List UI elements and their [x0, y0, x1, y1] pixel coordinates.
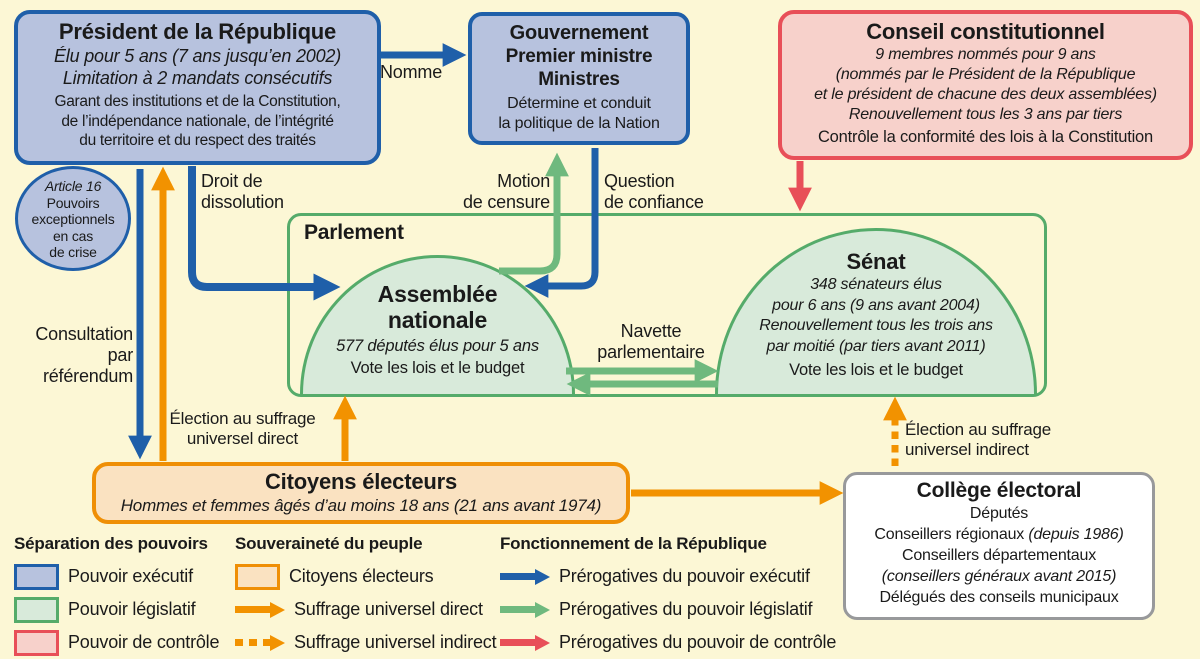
legend-item-pouvoir-legislatif: Pouvoir législatif [14, 593, 219, 626]
blue-arrow-icon [500, 568, 550, 585]
gouvernement-role-line1: Détermine et conduit [507, 95, 651, 112]
orange-box-swatch-icon [235, 563, 280, 590]
gouvernement-box: Gouvernement Premier ministre Ministres … [468, 12, 690, 145]
red-arrow-icon [500, 634, 550, 651]
conseil-nomination-line1: (nommés par le Président de la Républiqu… [835, 66, 1136, 83]
college-delegues: Délégués des conseils municipaux [879, 589, 1119, 606]
blue-box-swatch-icon [14, 563, 59, 590]
label-election-suffrage-direct: Élection au suffrage universel direct [169, 409, 316, 448]
senat-dome: Sénat 348 sénateurs élus pour 6 ans (9 a… [715, 228, 1037, 394]
senat-senateurs-line1: 348 sénateurs élus [810, 276, 942, 293]
green-arrow-icon [500, 601, 550, 618]
citoyens-electeurs-box: Citoyens électeurs Hommes et femmes âgés… [92, 462, 630, 524]
conseil-role: Contrôle la conformité des lois à la Con… [817, 128, 1154, 146]
legend1-title: Séparation des pouvoirs [14, 534, 208, 553]
article16-title: Article 16 [44, 178, 102, 194]
label-consultation-referendum: Consultation par référendum [35, 324, 133, 386]
premier-ministre-label: Premier ministre [505, 46, 653, 67]
legend2-title: Souveraineté du peuple [235, 534, 423, 553]
orange-solid-arrow-icon [235, 601, 285, 618]
assemblee-title-line2: nationale [387, 307, 488, 333]
legend3-title: Fonctionnement de la République [500, 534, 767, 553]
conseil-membres: 9 membres nommés pour 9 ans [875, 46, 1096, 63]
assemblee-deputes: 577 députés élus pour 5 ans [336, 337, 539, 355]
senat-senateurs-line2: pour 6 ans (9 ans avant 2004) [772, 296, 980, 314]
article16-circle: Article 16 Pouvoirs exceptionnels en cas… [15, 166, 131, 271]
legend-item-prerogatives-controle: Prérogatives du pouvoir de contrôle [500, 626, 836, 659]
assemblee-role: Vote les lois et le budget [350, 359, 525, 377]
legend-item-pouvoir-executif: Pouvoir exécutif [14, 560, 219, 593]
legend-fonctionnement-republique: Fonctionnement de la République Prérogat… [500, 534, 836, 659]
college-title: Collège électoral [916, 479, 1082, 502]
college-electoral-box: Collège électoral Députés Conseillers ré… [843, 472, 1155, 620]
label-election-suffrage-indirect: Élection au suffrage universel indirect [905, 420, 1051, 459]
citoyens-definition: Hommes et femmes âgés d’au moins 18 ans … [120, 496, 602, 515]
president-role-line3: du territoire et du respect des traités [79, 132, 316, 149]
label-droit-dissolution: Droit de dissolution [201, 171, 284, 212]
legend-item-suffrage-indirect: Suffrage universel indirect [235, 626, 497, 659]
senat-renouvellement-line2: par moitié (par tiers avant 2011) [766, 337, 986, 355]
label-motion-censure: Motion de censure [462, 171, 550, 212]
assemblee-title-line1: Assemblée [377, 281, 498, 307]
president-title: Président de la République [58, 19, 337, 44]
college-deputes: Députés [969, 505, 1029, 522]
article16-line4: en cas [52, 227, 94, 244]
orange-dashed-arrow-icon [235, 634, 285, 651]
gouvernement-role-line2: la politique de la Nation [498, 115, 660, 132]
senat-role: Vote les lois et le budget [789, 361, 963, 379]
college-generaux: (conseillers généraux avant 2015) [881, 568, 1117, 585]
college-regionaux: Conseillers régionaux (depuis 1986) [874, 526, 1124, 543]
senat-title: Sénat [846, 249, 906, 274]
gouvernement-title: Gouvernement [509, 22, 649, 44]
parlement-box: Parlement [287, 213, 1047, 397]
article16-line2: Pouvoirs [46, 194, 100, 211]
conseil-title: Conseil constitutionnel [866, 19, 1105, 44]
legend-item-prerogatives-legislatif: Prérogatives du pouvoir législatif [500, 593, 836, 626]
senat-renouvellement-line1: Renouvellement tous les trois ans [759, 317, 993, 334]
president-role-line1: Garant des institutions et de la Constit… [54, 93, 341, 110]
legend-separation-pouvoirs: Séparation des pouvoirs Pouvoir exécutif… [14, 534, 219, 659]
president-term: Élu pour 5 ans (7 ans jusqu’en 2002) [54, 46, 341, 66]
citoyens-title: Citoyens électeurs [264, 469, 458, 494]
college-departementaux: Conseillers départementaux [901, 547, 1097, 564]
article16-line5: de crise [49, 244, 97, 260]
label-question-confiance: Question de confiance [604, 171, 704, 212]
parlement-title: Parlement [304, 221, 404, 244]
article16-line3: exceptionnels [31, 211, 115, 227]
legend-item-pouvoir-controle: Pouvoir de contrôle [14, 626, 219, 659]
label-navette-parlementaire: Navette parlementaire [597, 321, 705, 362]
green-box-swatch-icon [14, 596, 59, 623]
president-box: Président de la République Élu pour 5 an… [14, 10, 381, 165]
label-nomme: Nomme [380, 62, 443, 82]
legend-item-suffrage-direct: Suffrage universel direct [235, 593, 496, 626]
red-box-swatch-icon [14, 629, 59, 656]
president-limit: Limitation à 2 mandats consécutifs [62, 68, 333, 88]
legend-item-citoyens-electeurs: Citoyens électeurs [235, 560, 496, 593]
president-role-line2: de l’indépendance nationale, de l’intégr… [61, 112, 334, 130]
ministres-label: Ministres [538, 69, 620, 90]
conseil-nomination-line2: et le président de chacune des deux asse… [814, 86, 1157, 103]
conseil-renouvellement: Renouvellement tous les 3 ans par tiers [848, 106, 1123, 123]
legend-item-prerogatives-executif: Prérogatives du pouvoir exécutif [500, 560, 836, 593]
conseil-constitutionnel-box: Conseil constitutionnel 9 membres nommés… [778, 10, 1193, 160]
legend-souverainete-peuple: Souveraineté du peuple Citoyens électeur… [235, 534, 497, 659]
